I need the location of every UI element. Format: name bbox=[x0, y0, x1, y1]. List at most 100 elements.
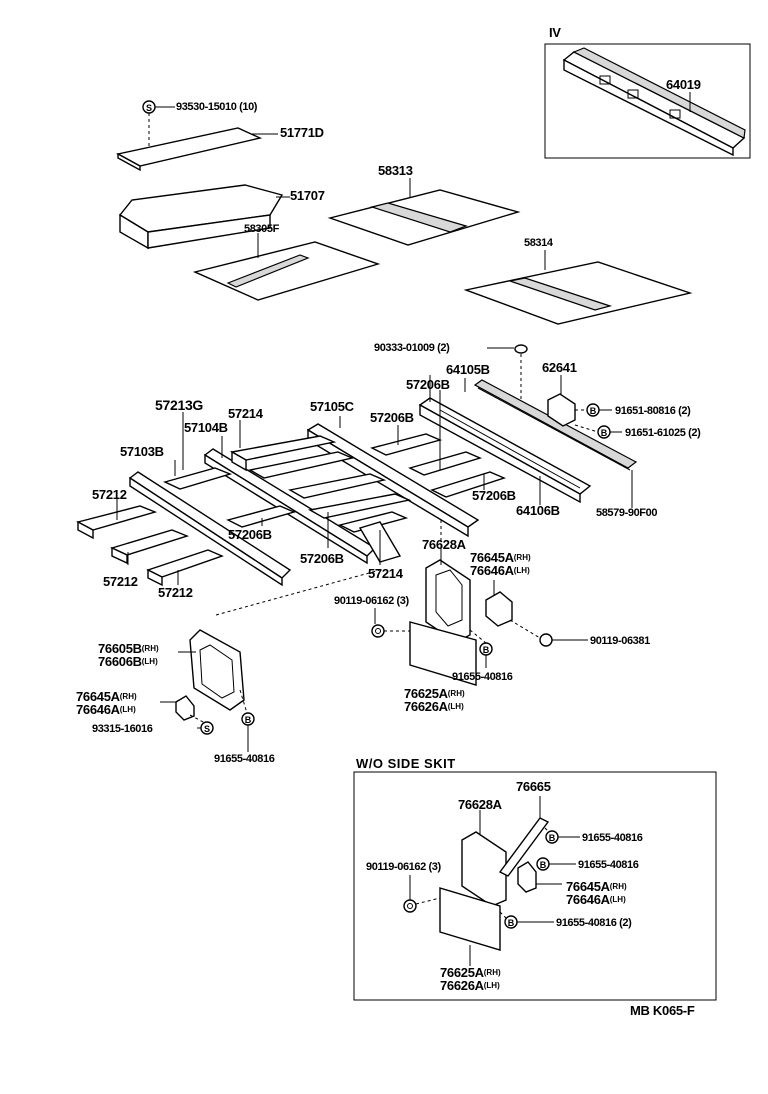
b-marker-letter: B bbox=[549, 833, 556, 843]
part-label-57212-b: 57212 bbox=[103, 574, 138, 589]
cross-57206B-b bbox=[226, 473, 412, 528]
part-label-76606B: 76606B(LH) bbox=[98, 654, 158, 669]
inset-label-91655-a: 91655-40816 bbox=[582, 832, 643, 844]
part-label-76645A: 76645A(RH) bbox=[470, 550, 531, 565]
cross-57214-a bbox=[229, 435, 355, 479]
inset-box bbox=[353, 771, 717, 1001]
leader-lines bbox=[116, 375, 633, 585]
part-label-90119-06162: 90119-06162 (3) bbox=[334, 595, 409, 607]
part-label-91655-a: 91655-40816 bbox=[452, 671, 513, 683]
part-label-57212-c: 57212 bbox=[158, 585, 193, 600]
member-57103B bbox=[128, 471, 292, 587]
inset-brace-76665 bbox=[498, 796, 550, 877]
inset-label-76628A: 76628A bbox=[458, 797, 502, 812]
cross-57212-b bbox=[110, 529, 190, 565]
part-label-93315: 93315-16016 bbox=[92, 723, 153, 735]
part-label-58305F: 58305F bbox=[244, 223, 279, 235]
part-label-62641: 62641 bbox=[542, 360, 577, 375]
inset-label-90119: 90119-06162 (3) bbox=[366, 861, 441, 873]
b-marker-letter: B bbox=[508, 918, 515, 928]
inset-label-76625A: 76625A(RH) bbox=[440, 965, 501, 980]
inset-label-76645A: 76645A(RH) bbox=[566, 879, 627, 894]
b-marker-91655-b bbox=[239, 689, 255, 752]
part-label-57213G: 57213G bbox=[155, 397, 204, 413]
part-label-51771D: 51771D bbox=[280, 125, 324, 140]
part-label-57206B-e: 57206B bbox=[300, 551, 344, 566]
cross-57213G bbox=[162, 467, 233, 490]
s-marker-93315 bbox=[189, 714, 214, 735]
bolt-90119-06381 bbox=[509, 619, 588, 647]
bolt-90119-06162 bbox=[371, 608, 410, 638]
s-marker-letter: S bbox=[146, 103, 152, 113]
part-label-90333: 90333-01009 (2) bbox=[374, 342, 450, 354]
mat-58314 bbox=[463, 250, 693, 325]
b-marker-letter: B bbox=[590, 406, 597, 416]
b-marker-letter: B bbox=[245, 715, 252, 725]
part-label-90119-06381: 90119-06381 bbox=[590, 635, 650, 647]
s-marker-letter: S bbox=[204, 724, 210, 734]
inset-label-76626A: 76626A(LH) bbox=[440, 978, 500, 993]
part-label-76646A: 76646A(LH) bbox=[470, 563, 530, 578]
inset-flap-76625A bbox=[439, 887, 501, 966]
grommet-90333 bbox=[487, 344, 528, 400]
inset-bracket-76645A bbox=[517, 861, 562, 893]
plate-51771D bbox=[116, 127, 278, 172]
b-marker-91655-a bbox=[469, 629, 493, 668]
part-label-57214-a: 57214 bbox=[228, 406, 263, 421]
mat-58305F bbox=[192, 233, 381, 301]
part-label-57206B-d: 57206B bbox=[472, 488, 516, 503]
inset-label-76646A: 76646A(LH) bbox=[566, 892, 626, 907]
leader-dashed bbox=[215, 569, 381, 616]
bracket-62641 bbox=[547, 375, 622, 439]
part-label-64019: 64019 bbox=[666, 77, 701, 92]
section-iv-box bbox=[544, 43, 751, 159]
inset-bracket-76628A bbox=[461, 810, 507, 907]
section-iv-label: IV bbox=[549, 25, 561, 40]
part-label-76628A: 76628A bbox=[422, 537, 466, 552]
part-label-64106B: 64106B bbox=[516, 503, 560, 518]
part-label-57103B: 57103B bbox=[120, 444, 164, 459]
mat-58313 bbox=[327, 178, 521, 246]
side-rail-64105B bbox=[473, 379, 638, 471]
b-marker-letter: B bbox=[483, 645, 490, 655]
part-label-51707: 51707 bbox=[290, 188, 325, 203]
part-label-91651-80816: 91651-80816 (2) bbox=[615, 405, 691, 417]
bracket-76645A-left bbox=[160, 695, 195, 721]
bracket-76645A bbox=[485, 580, 513, 627]
inset-label-91655-b: 91655-40816 bbox=[578, 859, 639, 871]
part-label-91651-61025: 91651-61025 (2) bbox=[625, 427, 701, 439]
mud-flap-76625A bbox=[409, 621, 477, 686]
b-marker-letter: B bbox=[540, 860, 547, 870]
part-label-57212-a: 57212 bbox=[92, 487, 127, 502]
lid-51707 bbox=[118, 184, 290, 250]
s-marker-93530 bbox=[142, 100, 175, 150]
part-label-64105B: 64105B bbox=[446, 362, 490, 377]
part-label-57214-b: 57214 bbox=[368, 566, 403, 581]
part-label-76645A-left: 76645A(RH) bbox=[76, 689, 137, 704]
b-marker-letter: B bbox=[601, 428, 608, 438]
inset-title: W/O SIDE SKIT bbox=[356, 756, 456, 771]
inset-label-91655-c: 91655-40816 (2) bbox=[556, 917, 632, 929]
part-label-76646A-left: 76646A(LH) bbox=[76, 702, 136, 717]
part-label-58313: 58313 bbox=[378, 163, 413, 178]
diagram-code: MB K065-F bbox=[630, 1003, 695, 1018]
cross-57212-c bbox=[146, 549, 224, 587]
inset-bolt-90119 bbox=[403, 875, 441, 913]
part-label-57206B-a: 57206B bbox=[406, 377, 450, 392]
mud-guard-bracket-76605B bbox=[178, 629, 245, 711]
part-label-57104B: 57104B bbox=[184, 420, 228, 435]
part-label-91655-b: 91655-40816 bbox=[214, 753, 275, 765]
part-label-76605B: 76605B(RH) bbox=[98, 641, 159, 656]
part-label-76625A: 76625A(RH) bbox=[404, 686, 465, 701]
cross-member-64019 bbox=[562, 47, 746, 157]
inset-label-76665: 76665 bbox=[516, 779, 551, 794]
cross-57206B-a bbox=[370, 433, 506, 498]
part-label-58314: 58314 bbox=[524, 237, 553, 249]
mud-guard-bracket-76628A bbox=[425, 520, 471, 643]
part-label-57206B-c: 57206B bbox=[228, 527, 272, 542]
part-label-76626A: 76626A(LH) bbox=[404, 699, 464, 714]
part-label-57105C: 57105C bbox=[310, 399, 354, 414]
part-label-93530: 93530-15010 (10) bbox=[176, 101, 258, 113]
part-label-57206B-b: 57206B bbox=[370, 410, 414, 425]
